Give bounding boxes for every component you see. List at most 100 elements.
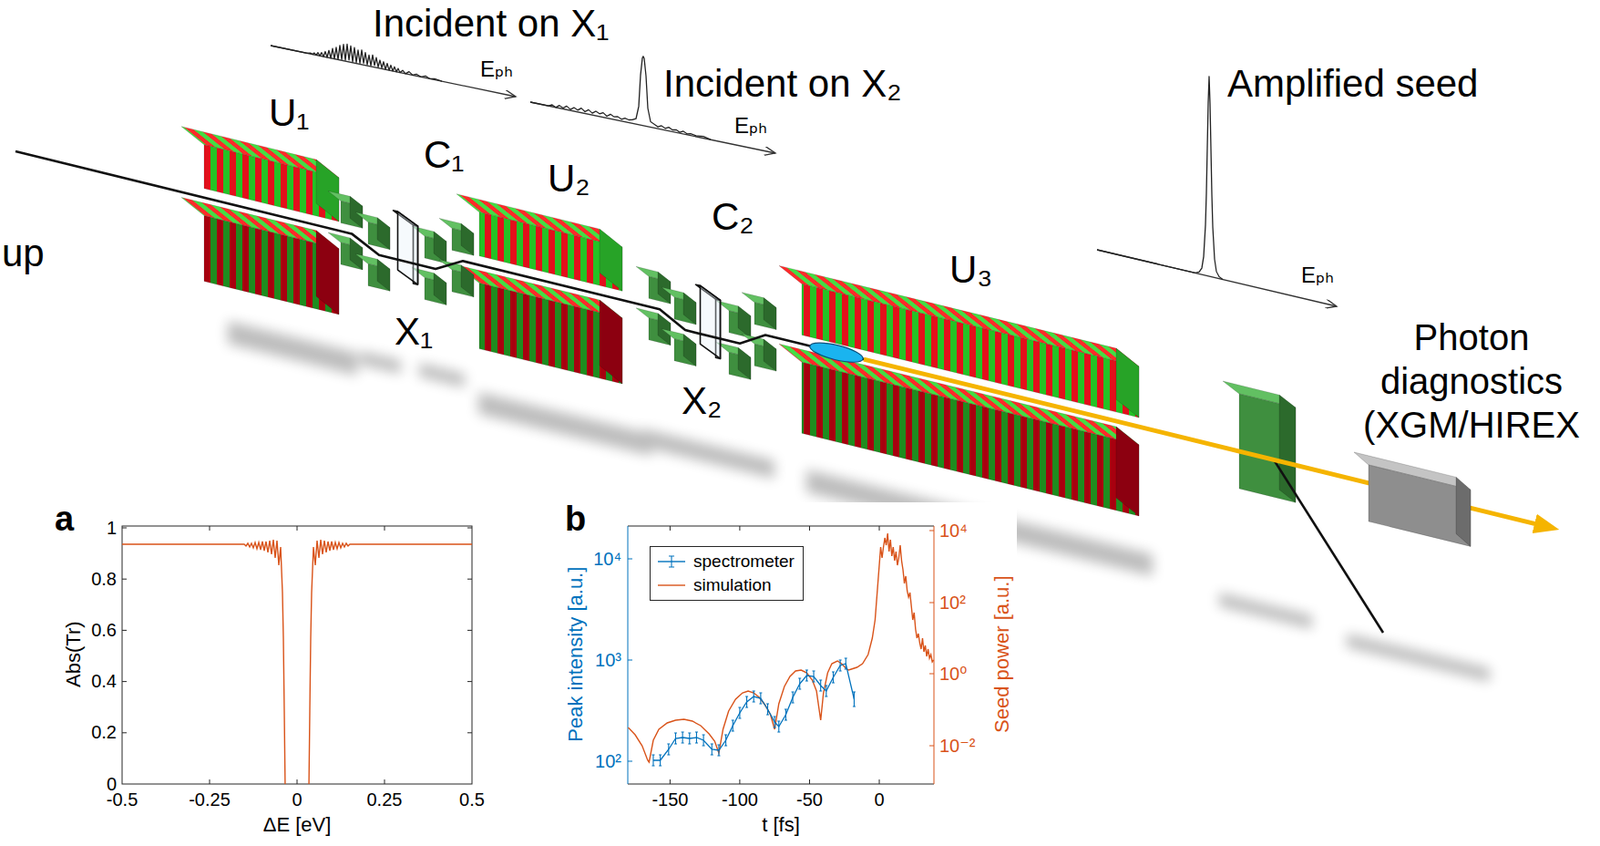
tick-label: 10²	[594, 750, 622, 772]
axis-title: t [fs]	[761, 812, 800, 836]
front-face	[479, 283, 623, 384]
legend-sample	[656, 577, 688, 593]
tick-label: -0.5	[106, 789, 138, 811]
legend-entry: spectrometer	[656, 549, 795, 574]
end-face	[683, 292, 697, 325]
plot-b-data	[627, 533, 934, 766]
shadow	[1219, 592, 1313, 629]
diamond-crystal	[696, 284, 721, 359]
dump-dipole	[1222, 380, 1296, 503]
spectrum-curve	[1097, 50, 1223, 280]
spectrum-title: Incident on X₂	[663, 61, 902, 106]
end-face	[700, 285, 721, 359]
end-face	[433, 231, 447, 264]
end-face	[433, 273, 447, 306]
undulator-lower-magnet	[181, 197, 339, 315]
tick-label: -0.25	[188, 789, 231, 811]
diamond-crystal	[393, 210, 419, 285]
end-face	[763, 297, 777, 330]
chicane-dipole-upper	[741, 292, 777, 330]
legend-text: simulation	[693, 574, 772, 595]
energy-axis-label: Eₚₕ	[1301, 262, 1334, 288]
tick-label: 0	[873, 789, 884, 811]
tick-label: -150	[651, 789, 688, 811]
crystal-label: X₁	[394, 309, 433, 354]
curve-line	[122, 539, 286, 784]
tick-label: 10³	[594, 649, 622, 671]
partial-label: up	[1, 231, 45, 276]
tick-label: 0.2	[91, 721, 117, 743]
undulator-lower-magnet	[779, 343, 1139, 516]
axis-title: Abs(Tr)	[61, 621, 84, 688]
shadow	[227, 320, 358, 376]
legend-box: spectrometersimulation	[649, 545, 804, 601]
chicane-label: C₁	[423, 133, 465, 177]
transmission-curve	[122, 539, 472, 784]
energy-axis	[530, 102, 776, 154]
chicane-dipole-lower	[716, 341, 751, 380]
legend-sample	[656, 553, 688, 569]
spectrum-title: Amplified seed	[1227, 61, 1478, 106]
axis-title: Peak intensity [a.u.]	[564, 566, 587, 742]
chicane-dipole-upper	[328, 191, 363, 229]
end-face	[1116, 348, 1139, 418]
plot-b-curves	[627, 533, 934, 766]
chicane-dipole-lower	[661, 328, 697, 367]
axes-frame	[627, 525, 934, 784]
plot-b	[552, 502, 1017, 846]
end-face	[461, 223, 474, 256]
end-face	[316, 159, 339, 222]
photon-diagnostics-unit	[1353, 451, 1471, 546]
tick-label: 1	[106, 517, 117, 539]
spectrum-title: Incident on X₁	[372, 1, 609, 46]
spectrum-insets	[270, 28, 1337, 307]
end-face	[398, 211, 419, 285]
end-face	[599, 228, 623, 291]
sample-line	[657, 584, 686, 585]
tick-label: 10⁴	[593, 548, 622, 570]
end-face	[461, 265, 474, 298]
shadow	[478, 391, 652, 456]
legend-text: spectrometer	[693, 551, 795, 572]
undulator-label: U₁	[268, 91, 310, 135]
panel-background	[552, 502, 1017, 846]
end-face	[683, 334, 697, 367]
end-face	[763, 338, 777, 371]
tick-label: 10⁻²	[939, 735, 975, 757]
shadow	[419, 362, 465, 388]
spectrometer-curve	[653, 663, 854, 760]
tick-label: 0	[291, 789, 302, 811]
chicane-dipole-upper	[355, 212, 390, 250]
undulator-label: U₂	[547, 156, 591, 201]
chicane-dipole-upper	[439, 217, 474, 256]
end-face	[377, 217, 390, 250]
crystal-label: X₂	[681, 379, 722, 423]
tick-label: 0.6	[91, 619, 117, 641]
chicane-dipole-lower	[355, 253, 390, 291]
axes-frame	[122, 525, 472, 784]
shadow	[642, 428, 775, 479]
energy-axis-label: Eₚₕ	[734, 112, 768, 139]
undulator-lower-magnet	[456, 265, 623, 384]
left-axis	[627, 525, 629, 784]
shadow	[359, 350, 401, 374]
tick-label: -50	[796, 789, 823, 811]
chicane-dipole-lower	[741, 333, 777, 371]
chicane-dipole-upper	[635, 266, 671, 304]
end-face	[316, 230, 339, 315]
shadow	[1346, 633, 1490, 682]
end-face	[599, 299, 623, 384]
tick-marks	[929, 530, 934, 746]
axis-title: Seed power [a.u.]	[989, 575, 1013, 733]
energy-axis-label: Eₚₕ	[480, 56, 513, 83]
plot-a	[0, 502, 503, 846]
end-face	[1116, 426, 1139, 516]
spectrum-amplified	[1097, 50, 1223, 280]
tick-label: 10⁰	[939, 663, 967, 685]
end-face	[1456, 476, 1471, 546]
simulation-curve	[627, 533, 934, 762]
tick-label: 0.4	[91, 670, 117, 692]
chicane-label: C₂	[711, 194, 755, 239]
